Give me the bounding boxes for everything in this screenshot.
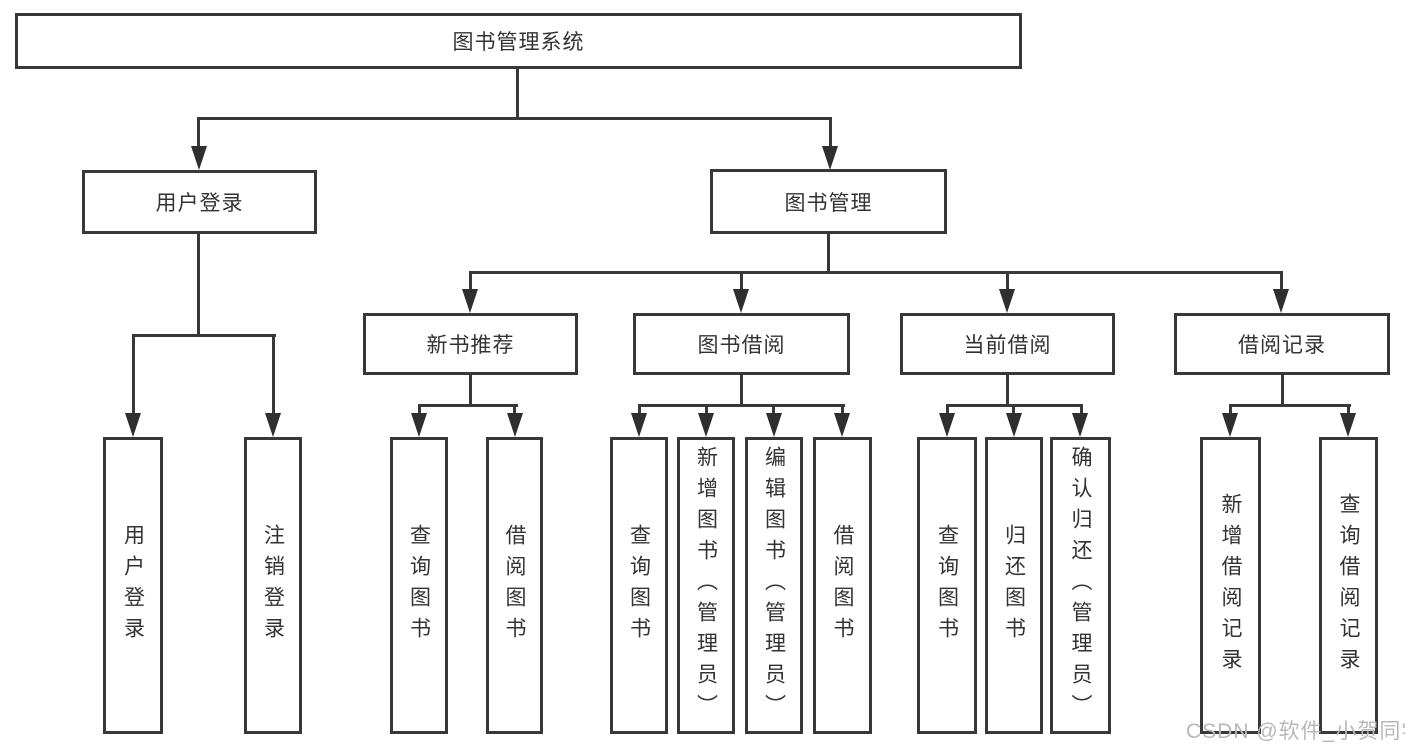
node-user-login: 用户登录 xyxy=(82,170,317,234)
connector-line xyxy=(513,404,516,417)
leaf-query-books-recommend: 查询图书 xyxy=(390,437,448,734)
arrowhead-down-icon xyxy=(507,413,523,437)
leaf-borrow-books-borrowing: 借阅图书 xyxy=(813,437,872,734)
connector-line xyxy=(469,375,472,406)
node-new-book-recommend: 新书推荐 xyxy=(363,313,578,375)
node-new-book-recommend-label: 新书推荐 xyxy=(426,334,515,357)
connector-line xyxy=(740,375,743,406)
connector-line xyxy=(740,271,743,293)
arrowhead-down-icon xyxy=(125,413,141,437)
connector-line xyxy=(638,404,845,407)
connector-line xyxy=(1006,271,1009,293)
connector-line xyxy=(827,234,830,274)
connector-line xyxy=(469,271,472,293)
connector-line xyxy=(516,68,519,120)
arrowhead-down-icon xyxy=(822,146,838,170)
connector-line xyxy=(132,334,135,418)
connector-line xyxy=(772,404,775,417)
connector-line xyxy=(1229,404,1232,417)
connector-line xyxy=(197,117,832,120)
arrowhead-down-icon xyxy=(834,413,850,437)
connector-line xyxy=(1006,375,1009,406)
watermark: CSDN @软件_小贺同学 xyxy=(1186,720,1405,743)
node-book-borrowing: 图书借阅 xyxy=(633,313,850,375)
arrowhead-down-icon xyxy=(1222,413,1238,437)
connector-line xyxy=(1280,271,1283,293)
arrowhead-down-icon xyxy=(999,289,1015,313)
node-system: 图书管理系统 xyxy=(15,13,1022,69)
connector-line xyxy=(1347,404,1350,417)
node-system-label: 图书管理系统 xyxy=(452,31,585,54)
arrowhead-down-icon xyxy=(1006,413,1022,437)
connector-line xyxy=(197,234,200,337)
leaf-add-borrow-record: 新增借阅记录 xyxy=(1200,437,1261,734)
leaf-add-book-admin: 新增图书（管理员） xyxy=(677,437,735,734)
leaf-user-login: 用户登录 xyxy=(103,437,163,734)
leaf-query-books-current: 查询图书 xyxy=(917,437,977,734)
connector-line xyxy=(132,334,276,337)
connector-line xyxy=(829,117,832,151)
connector-line xyxy=(1229,404,1351,407)
arrowhead-down-icon xyxy=(265,413,281,437)
connector-line xyxy=(705,404,708,417)
leaf-return-book: 归还图书 xyxy=(985,437,1043,734)
arrowhead-down-icon xyxy=(191,146,207,170)
node-borrowing-records: 借阅记录 xyxy=(1174,313,1390,375)
arrowhead-down-icon xyxy=(462,289,478,313)
arrowhead-down-icon xyxy=(1072,413,1088,437)
connector-line xyxy=(418,404,421,417)
arrowhead-down-icon xyxy=(698,413,714,437)
connector-line xyxy=(638,404,641,417)
connector-line xyxy=(272,334,275,418)
arrowhead-down-icon xyxy=(939,413,955,437)
node-current-borrowing: 当前借阅 xyxy=(900,313,1115,375)
node-user-login-label: 用户登录 xyxy=(155,192,244,215)
arrowhead-down-icon xyxy=(1273,289,1289,313)
connector-line xyxy=(197,117,200,151)
arrowhead-down-icon xyxy=(411,413,427,437)
arrowhead-down-icon xyxy=(733,289,749,313)
connector-line xyxy=(1281,375,1284,406)
leaf-borrow-books-recommend: 借阅图书 xyxy=(486,437,543,734)
node-borrowing-records-label: 借阅记录 xyxy=(1238,334,1326,357)
node-book-management-label: 图书管理 xyxy=(784,191,873,215)
node-book-borrowing-label: 图书借阅 xyxy=(697,334,786,357)
leaf-edit-book-admin: 编辑图书（管理员） xyxy=(745,437,803,734)
leaf-query-borrow-record: 查询借阅记录 xyxy=(1319,437,1378,734)
leaf-query-books-borrowing: 查询图书 xyxy=(610,437,668,734)
connector-line xyxy=(469,271,1283,274)
arrowhead-down-icon xyxy=(1340,413,1356,437)
connector-line xyxy=(1080,404,1083,417)
leaf-confirm-return-admin: 确认归还（管理员） xyxy=(1050,437,1111,734)
arrowhead-down-icon xyxy=(631,413,647,437)
connector-line xyxy=(946,404,949,417)
node-current-borrowing-label: 当前借阅 xyxy=(963,334,1052,357)
arrowhead-down-icon xyxy=(766,413,782,437)
node-book-management: 图书管理 xyxy=(710,169,947,234)
leaf-logout: 注销登录 xyxy=(244,437,302,734)
connector-line xyxy=(418,404,518,407)
connector-line xyxy=(841,404,844,417)
connector-line xyxy=(1012,404,1015,417)
